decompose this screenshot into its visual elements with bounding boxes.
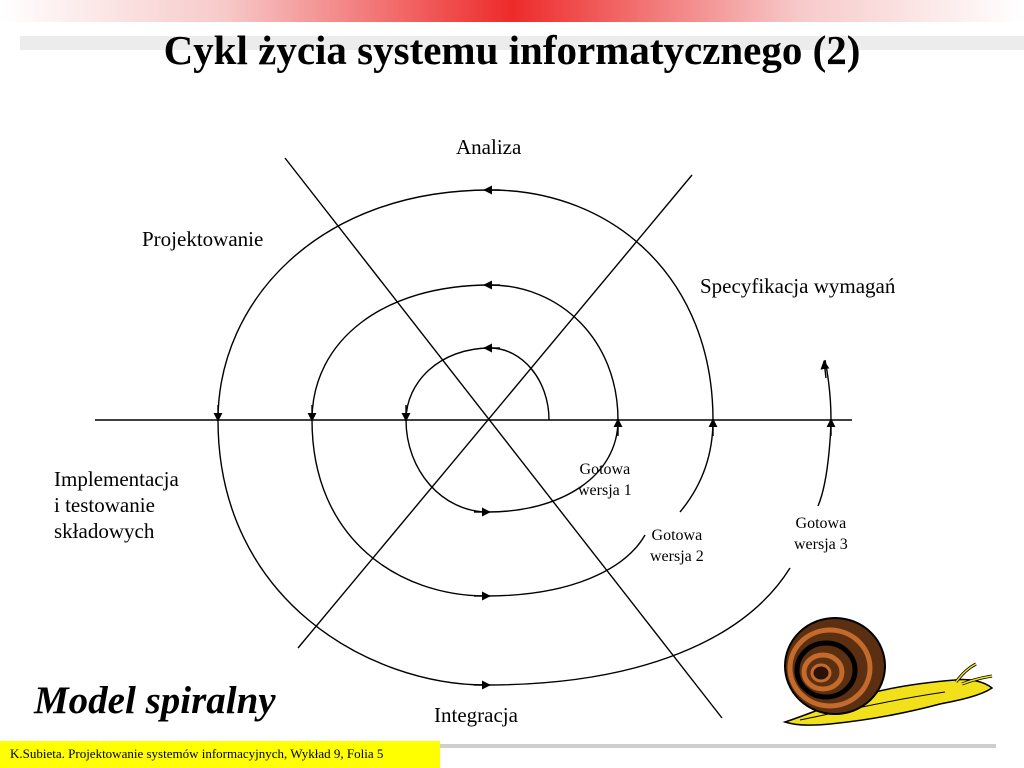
phase-label-requirements: Specyfikacja wymagań <box>700 274 896 298</box>
release-label-2: Gotowa wersja 2 <box>650 527 704 565</box>
footer-text: K.Subieta. Projektowanie systemów inform… <box>10 746 384 761</box>
spiral-turn-1 <box>405 347 619 513</box>
phase-label-analysis: Analiza <box>456 135 522 159</box>
spiral-turn-3 <box>217 189 791 686</box>
title-band <box>20 36 1024 50</box>
spiral-turn-3-return <box>817 359 832 507</box>
release-label-3: Gotowa wersja 3 <box>794 515 848 553</box>
arrow-next-cycle <box>820 360 830 379</box>
footer-rule <box>440 744 996 748</box>
snail-illustration <box>782 617 994 726</box>
phase-label-integration: Integracja <box>434 703 518 727</box>
diagonal-axis-descending <box>284 157 723 719</box>
spiral-turn-2 <box>311 284 646 597</box>
footer-bar: K.Subieta. Projektowanie systemów inform… <box>0 741 440 768</box>
phase-label-implementation: Implementacja i testowanie składowych <box>54 467 179 543</box>
top-accent-bar <box>0 0 1024 22</box>
slide-title: Cykl życia systemu informatycznego (2) <box>163 27 861 73</box>
diagonal-axis-ascending <box>297 174 693 649</box>
release-label-1: Gotowa wersja 1 <box>578 461 632 499</box>
model-title: Model spiralny <box>34 679 276 722</box>
spiral-turn-2-return <box>679 419 714 513</box>
arrowheads <box>213 185 836 690</box>
phase-label-design: Projektowanie <box>142 227 264 251</box>
